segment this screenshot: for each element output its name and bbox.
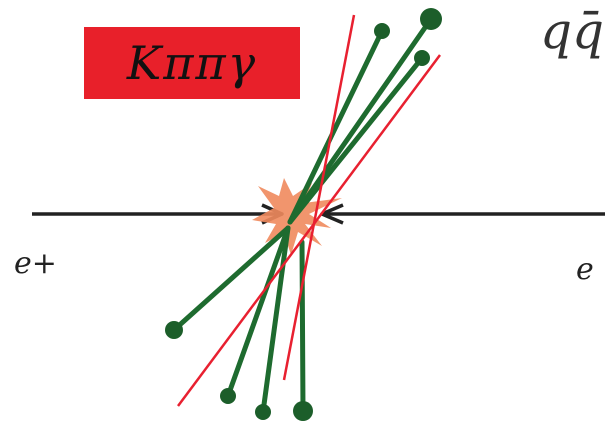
beam-label-left: e+ <box>14 246 57 281</box>
process-label: Kππγ <box>84 27 300 99</box>
track-upper-2-end <box>420 8 442 30</box>
track-lower-3 <box>260 225 291 415</box>
track-lower-1-end <box>165 321 183 339</box>
process-label-background <box>84 27 300 99</box>
track-lower-2-end <box>220 388 236 404</box>
process-label-text: Kππγ <box>126 36 258 90</box>
jet-axis-line-1 <box>282 14 356 381</box>
track-upper-3-end <box>414 50 430 66</box>
final-state-label: qq̄ <box>540 2 605 60</box>
track-upper-2 <box>287 16 434 225</box>
track-upper-3 <box>287 55 425 225</box>
jet-axis-line-2 <box>176 54 442 407</box>
track-lower-4 <box>299 239 306 414</box>
track-upper-1 <box>287 28 385 225</box>
track-lower-4-end <box>293 401 313 421</box>
track-upper-1-end <box>374 23 390 39</box>
track-lower-1 <box>171 225 291 333</box>
track-lower-2 <box>225 225 291 399</box>
beam-label-right: e <box>576 252 594 287</box>
track-lower-3-end <box>255 404 271 420</box>
